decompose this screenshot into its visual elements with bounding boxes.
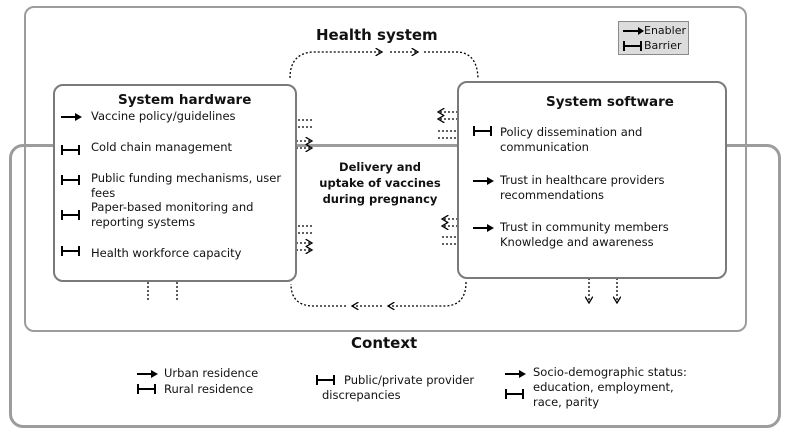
legend: Enabler Barrier <box>618 21 689 55</box>
context-item-urban: Urban residence <box>164 366 259 380</box>
system-software-box: System software Policy dissemination and… <box>457 81 727 279</box>
barrier-bar-icon <box>61 210 80 220</box>
barrier-bar-icon <box>61 246 80 256</box>
hardware-item-paper-monitoring: Paper-based monitoring and reporting sys… <box>91 200 254 229</box>
enabler-arrow-icon <box>137 370 158 378</box>
context-frame <box>9 144 781 428</box>
legend-enabler-label: Enabler <box>644 24 686 37</box>
hardware-item-vaccine-policy: Vaccine policy/guidelines <box>91 109 236 123</box>
enabler-arrow-icon <box>505 370 526 378</box>
barrier-bar-icon <box>137 384 156 394</box>
barrier-bar-icon <box>505 389 524 399</box>
enabler-arrow-icon <box>473 224 494 232</box>
software-item-trust-community: Trust in community members Knowledge and… <box>500 220 669 249</box>
barrier-bar-icon <box>473 126 492 136</box>
system-hardware-box: System hardware Vaccine policy/guideline… <box>53 84 297 282</box>
enabler-arrow-icon <box>623 27 644 35</box>
context-item-provider-discrepancies: Public/private provider discrepancies <box>322 373 475 402</box>
system-software-title: System software <box>546 94 674 110</box>
enabler-arrow-icon <box>61 113 82 121</box>
context-item-socio-demographic: Socio-demographic status: education, emp… <box>533 365 687 409</box>
software-item-policy-dissemination: Policy dissemination and communication <box>500 125 643 154</box>
health-system-frame <box>24 6 747 332</box>
center-label-delivery-uptake: Delivery and uptake of vaccines during p… <box>319 160 441 206</box>
barrier-bar-icon <box>61 175 80 185</box>
barrier-bar-icon <box>316 375 335 385</box>
system-hardware-title: System hardware <box>118 92 252 108</box>
hardware-item-cold-chain: Cold chain management <box>91 140 233 154</box>
legend-barrier-label: Barrier <box>644 39 682 52</box>
enabler-arrow-icon <box>473 177 494 185</box>
barrier-bar-icon <box>61 145 80 155</box>
health-system-title: Health system <box>316 26 438 44</box>
barrier-bar-icon <box>623 41 642 51</box>
context-title: Context <box>351 334 418 352</box>
hardware-item-workforce: Health workforce capacity <box>91 246 242 260</box>
software-item-trust-providers: Trust in healthcare providers recommenda… <box>500 173 665 202</box>
hardware-item-public-funding: Public funding mechanisms, user fees <box>91 171 282 200</box>
top-arc-left <box>289 51 352 79</box>
context-item-rural: Rural residence <box>164 382 254 396</box>
